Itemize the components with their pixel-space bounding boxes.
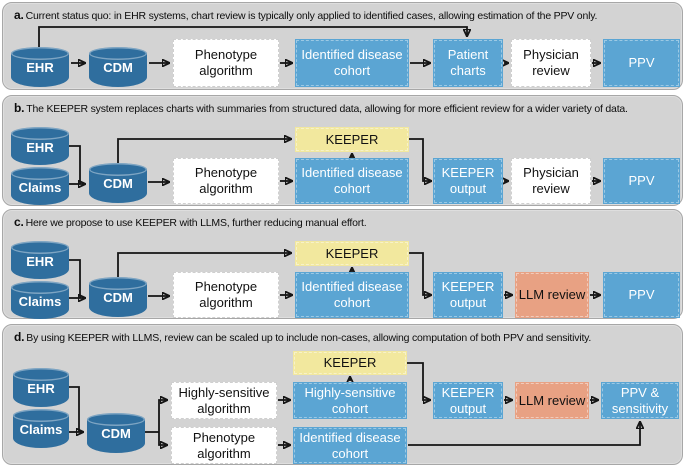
cdm-database: CDM	[87, 413, 145, 453]
arrow-keeper-to-output	[409, 252, 431, 295]
identified-cohort-box: Identified disease cohort	[293, 427, 407, 464]
identified-cohort-box: Identified disease cohort	[295, 39, 409, 87]
ehr-label: EHR	[26, 140, 54, 155]
panel-d-caption-text: By using KEEPER with LLMS, review can be…	[26, 332, 592, 344]
panel-b-caption-text: The KEEPER system replaces charts with s…	[26, 103, 628, 115]
highly-sensitive-algorithm-box: Highly-sensitive algorithm	[171, 382, 277, 419]
highly-sensitive-cohort-box: Highly-sensitive cohort	[293, 382, 407, 419]
cdm-label: CDM	[103, 60, 133, 75]
panel-a: a.Current status quo: in EHR systems, ch…	[2, 2, 683, 90]
cdm-database: CDM	[89, 163, 147, 203]
claims-label: Claims	[19, 422, 63, 437]
patient-charts-box: Patient charts	[433, 39, 503, 87]
ehr-database: EHR	[11, 47, 69, 87]
line-ehr-elbow	[69, 145, 81, 184]
panel-a-caption-text: Current status quo: in EHR systems, char…	[25, 10, 598, 22]
cdm-database: CDM	[89, 277, 147, 317]
ppv-box: PPV	[603, 158, 680, 204]
ehr-database: EHR	[11, 241, 69, 279]
keeper-box: KEEPER	[295, 241, 409, 266]
line-ehr-elbow	[69, 259, 81, 298]
ppv-box: PPV	[603, 272, 680, 318]
ehr-database: EHR	[13, 368, 69, 407]
ehr-label: EHR	[26, 60, 54, 75]
llm-review-box: LLM review	[515, 272, 589, 318]
keeper-output-box: KEEPER output	[433, 158, 503, 204]
arrow-cdm-to-phenotype	[158, 432, 167, 445]
panel-c-letter: c.	[14, 215, 24, 229]
keeper-output-box: KEEPER output	[433, 382, 503, 419]
ehr-database: EHR	[11, 127, 69, 165]
arrow-keeper-to-output	[407, 362, 430, 400]
keeper-output-box: KEEPER output	[433, 272, 503, 318]
panel-a-caption: a.Current status quo: in EHR systems, ch…	[14, 8, 597, 22]
ppv-box: PPV	[603, 39, 680, 87]
panel-b-caption: b.The KEEPER system replaces charts with…	[14, 101, 628, 115]
phenotype-algorithm-box: Phenotype algorithm	[173, 39, 279, 87]
identified-cohort-box: Identified disease cohort	[295, 158, 409, 204]
panel-c-caption-text: Here we propose to use KEEPER with LLMS,…	[25, 217, 367, 229]
cdm-label: CDM	[103, 290, 133, 305]
physician-review-box: Physician review	[511, 39, 591, 87]
identified-cohort-box: Identified disease cohort	[295, 272, 409, 318]
arrow-cdm-to-hs-algorithm	[158, 400, 167, 432]
panel-c-caption: c.Here we propose to use KEEPER with LLM…	[14, 215, 367, 229]
cdm-label: CDM	[103, 176, 133, 191]
panel-b: b.The KEEPER system replaces charts with…	[2, 95, 683, 206]
ppv-sensitivity-box: PPV & sensitivity	[601, 382, 679, 419]
keeper-box: KEEPER	[293, 351, 407, 375]
claims-label: Claims	[18, 294, 62, 309]
claims-database: Claims	[11, 281, 69, 319]
panel-d-caption: d.By using KEEPER with LLMS, review can …	[14, 330, 591, 344]
arrow-cohort-to-ppv-sensitivity	[408, 422, 640, 446]
ehr-label: EHR	[27, 381, 55, 396]
phenotype-algorithm-box: Phenotype algorithm	[171, 427, 277, 464]
claims-database: Claims	[11, 167, 69, 205]
claims-label: Claims	[18, 180, 62, 195]
phenotype-algorithm-box: Phenotype algorithm	[173, 272, 279, 318]
panel-d: d.By using KEEPER with LLMS, review can …	[2, 324, 683, 465]
panel-a-letter: a.	[14, 8, 24, 22]
cdm-database: CDM	[89, 47, 147, 87]
panel-d-letter: d.	[14, 330, 25, 344]
llm-review-box: LLM review	[515, 382, 589, 419]
ehr-label: EHR	[26, 254, 54, 269]
claims-database: Claims	[13, 409, 69, 448]
panel-b-letter: b.	[14, 101, 25, 115]
line-ehr-elbow	[69, 386, 80, 432]
cdm-label: CDM	[101, 426, 131, 441]
keeper-box: KEEPER	[295, 127, 409, 152]
physician-review-box: Physician review	[511, 158, 591, 204]
phenotype-algorithm-box: Phenotype algorithm	[173, 158, 279, 204]
panel-c: c.Here we propose to use KEEPER with LLM…	[2, 209, 683, 319]
arrow-keeper-to-output	[409, 138, 431, 181]
